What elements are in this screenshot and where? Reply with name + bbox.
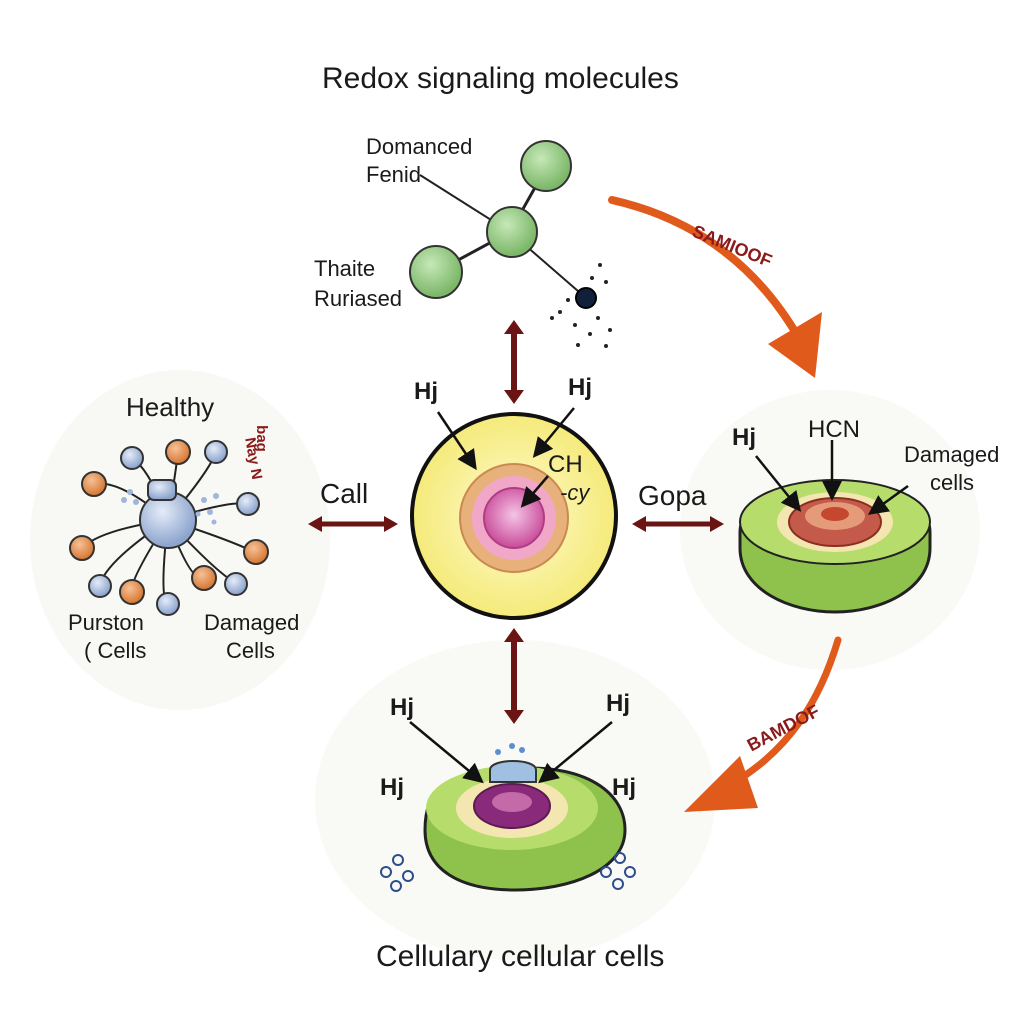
damaged-hcn: HCN [808,416,860,443]
node-blue [204,440,228,464]
node-blue [236,492,260,516]
bottom-hj-left: Hj [380,774,404,801]
healthy-label-right-line2: Cells [226,638,275,663]
healthy-label-left-line1: Purston [68,610,144,635]
molecule-atom-left [409,245,463,299]
center-hj-left: Hj [414,378,438,405]
bottom-title: Cellulary cellular cells [376,940,665,973]
node-blue [224,572,248,596]
bottom-hj-right: Hj [612,774,636,801]
molecule-atom-center [486,206,538,258]
healthy-cell-network [69,439,269,616]
bottom-hj-top-right: Hj [606,690,630,717]
node-orange [165,439,191,465]
damaged-title-line2: cells [930,470,975,495]
center-inner-label-1: CH [548,451,583,478]
center-inner-label-2: -cy [560,480,590,505]
damaged-cell-bottom [380,743,636,892]
healthy-label-right-line1: Damaged [204,610,300,635]
central-cell [410,412,618,620]
damaged-cell-right [738,479,932,614]
molecule-label-top-line2: Fenid [366,162,422,187]
pointer-arrows [409,407,909,784]
molecule-label-top-line1: Domanced [366,134,473,159]
healthy-label-left-line2: ( Cells [84,638,147,663]
molecule-label-left-line1: Thaite [314,256,376,281]
node-orange [243,539,269,565]
node-orange [81,471,107,497]
node-orange [119,579,145,605]
molecule-dark-atom [575,287,597,309]
node-blue [156,592,180,616]
molecule-label-left-line2: Ruriased [314,286,403,311]
center-hj-right: Hj [568,374,592,401]
vertical-arrowheads [504,320,524,724]
center-left-label: Call [320,478,369,509]
node-blue [88,574,112,598]
damaged-title-line1: Damaged [904,442,1000,467]
central-nucleus [483,487,545,549]
damaged-hj: Hj [732,424,756,451]
node-blue [120,446,144,470]
redox-molecule [409,140,612,348]
molecule-atom-top [520,140,572,192]
healthy-nucleus-cap [147,479,177,501]
node-orange [191,565,217,591]
diagram-title: Redox signaling molecules [322,62,679,95]
bottom-hj-top-left: Hj [390,694,414,721]
node-orange [69,535,95,561]
healthy-title: Healthy [126,392,215,422]
orange-cycle-arrows [608,196,842,812]
center-right-label: Gopa [638,480,707,511]
